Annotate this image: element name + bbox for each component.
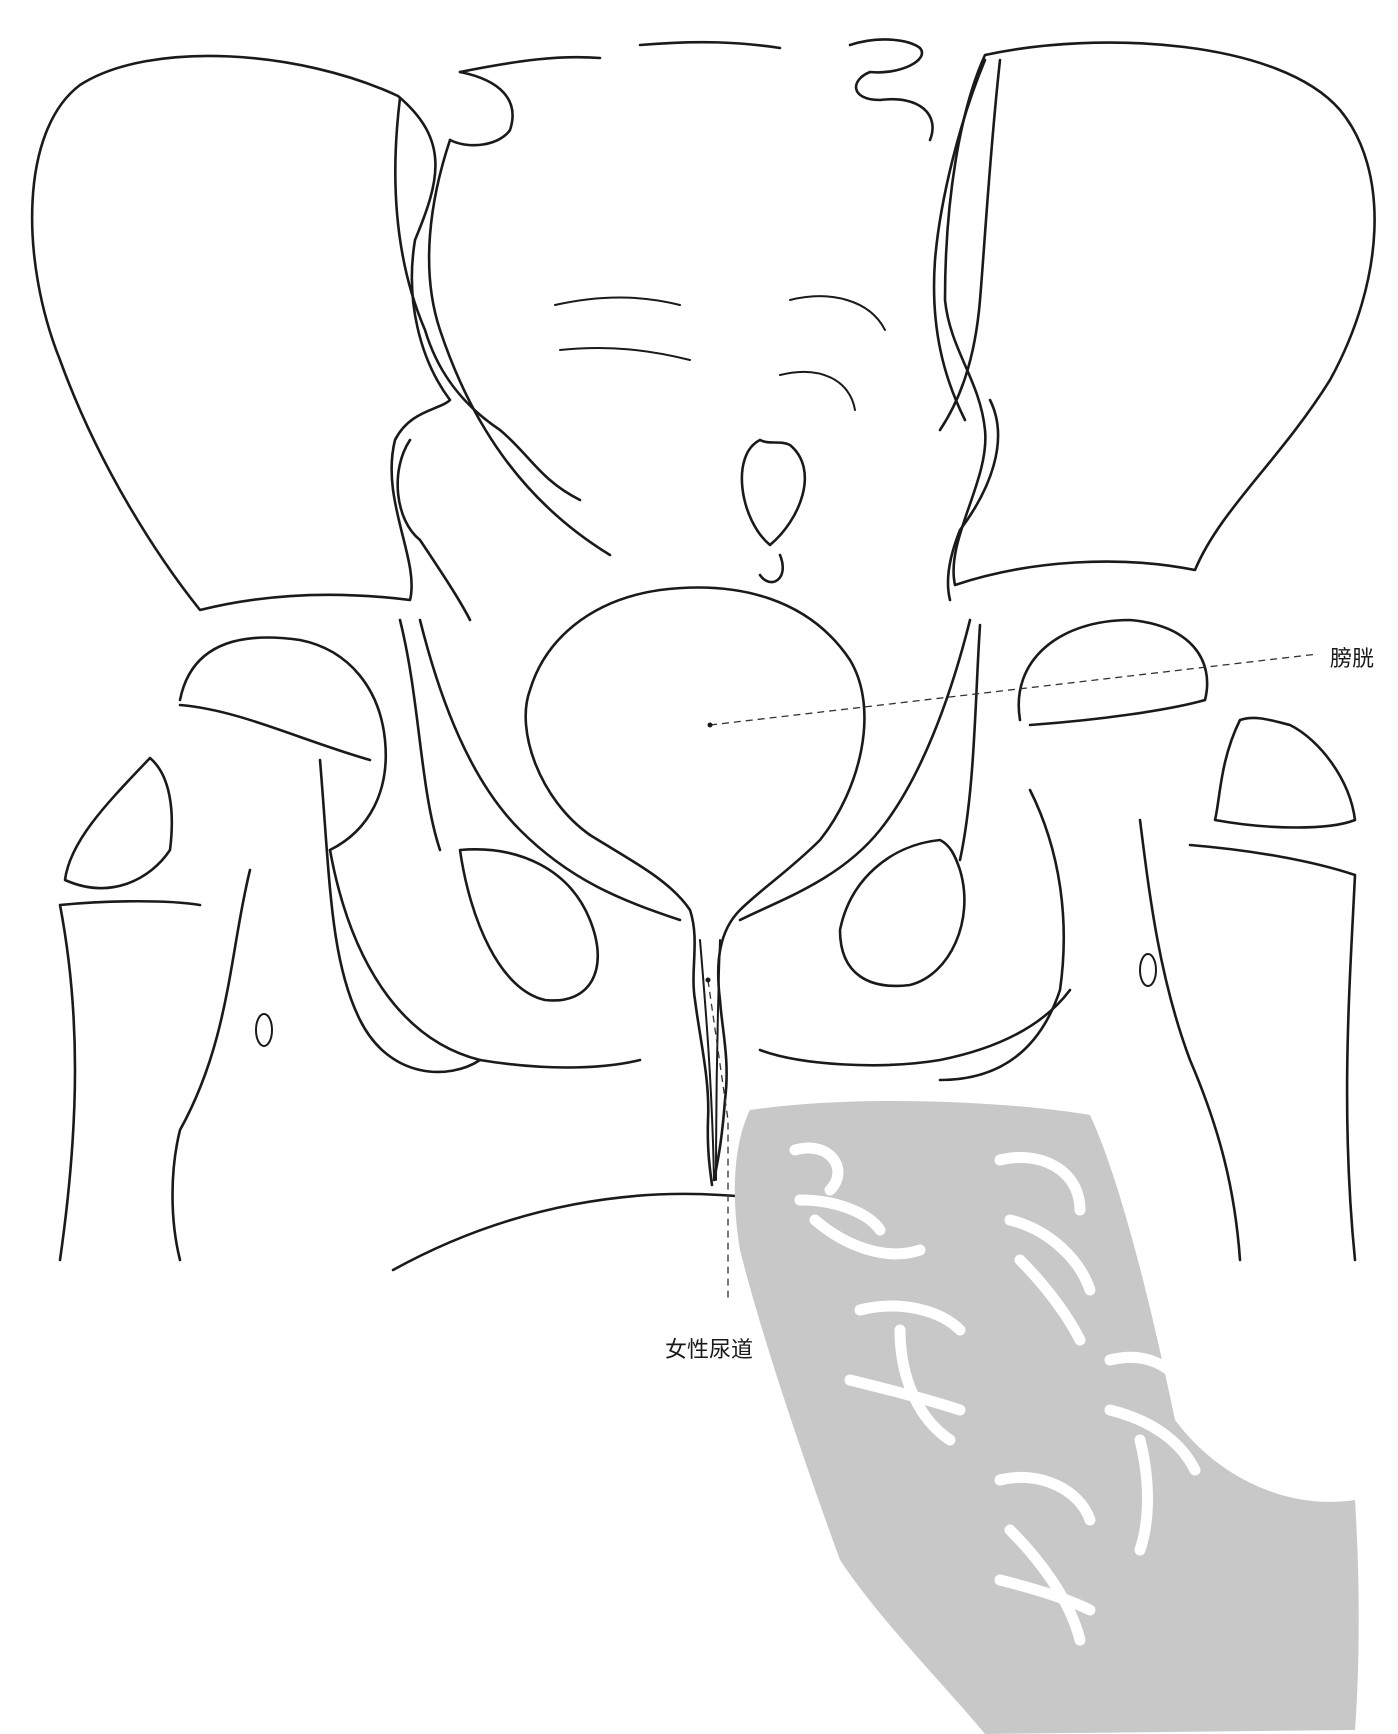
bladder-label: 膀胱 xyxy=(1330,641,1374,673)
female-urethra-label: 女性尿道 xyxy=(665,1332,753,1364)
right-femoral-head xyxy=(1019,620,1207,725)
left-ilium xyxy=(32,56,450,610)
left-ilium-inner-edge xyxy=(395,98,580,500)
bladder-left-wall xyxy=(590,835,712,1185)
left-obturator-foramen xyxy=(460,849,598,1000)
right-lesser-trochanter xyxy=(1140,954,1156,986)
coccyx xyxy=(742,440,805,582)
sacral-foramen-line-4 xyxy=(780,372,855,410)
seal-background xyxy=(735,1101,1359,1734)
left-femur-lateral xyxy=(173,870,251,1260)
sacral-foramen-line-3 xyxy=(790,296,885,330)
right-ischium xyxy=(760,990,1070,1065)
left-femoral-head xyxy=(180,638,386,851)
right-greater-trochanter xyxy=(1215,718,1355,828)
right-ilium xyxy=(945,43,1375,585)
sacrum-top xyxy=(460,39,933,140)
left-ischium xyxy=(330,850,640,1068)
right-acetabulum xyxy=(948,400,998,600)
urethra-leader-dot xyxy=(706,978,711,983)
sacral-foramen-line-1 xyxy=(555,298,680,306)
left-femoral-neck-line xyxy=(180,705,370,760)
bladder-leader-dot xyxy=(708,723,713,728)
bladder-leader-line xyxy=(710,654,1318,725)
left-lesser-trochanter xyxy=(256,1014,272,1046)
left-greater-trochanter xyxy=(65,758,172,888)
right-pubic-ramus xyxy=(740,620,980,920)
left-acetabulum xyxy=(398,440,470,620)
sacrum-left-wing-top xyxy=(450,72,513,145)
left-femur-shaft xyxy=(60,760,480,1260)
sacral-foramen-line-2 xyxy=(560,348,690,360)
right-ilium-inner-edge xyxy=(934,60,985,420)
seal-stamp xyxy=(735,1101,1359,1734)
right-femur-lateral xyxy=(1140,820,1240,1260)
right-obturator-foramen xyxy=(840,840,964,986)
